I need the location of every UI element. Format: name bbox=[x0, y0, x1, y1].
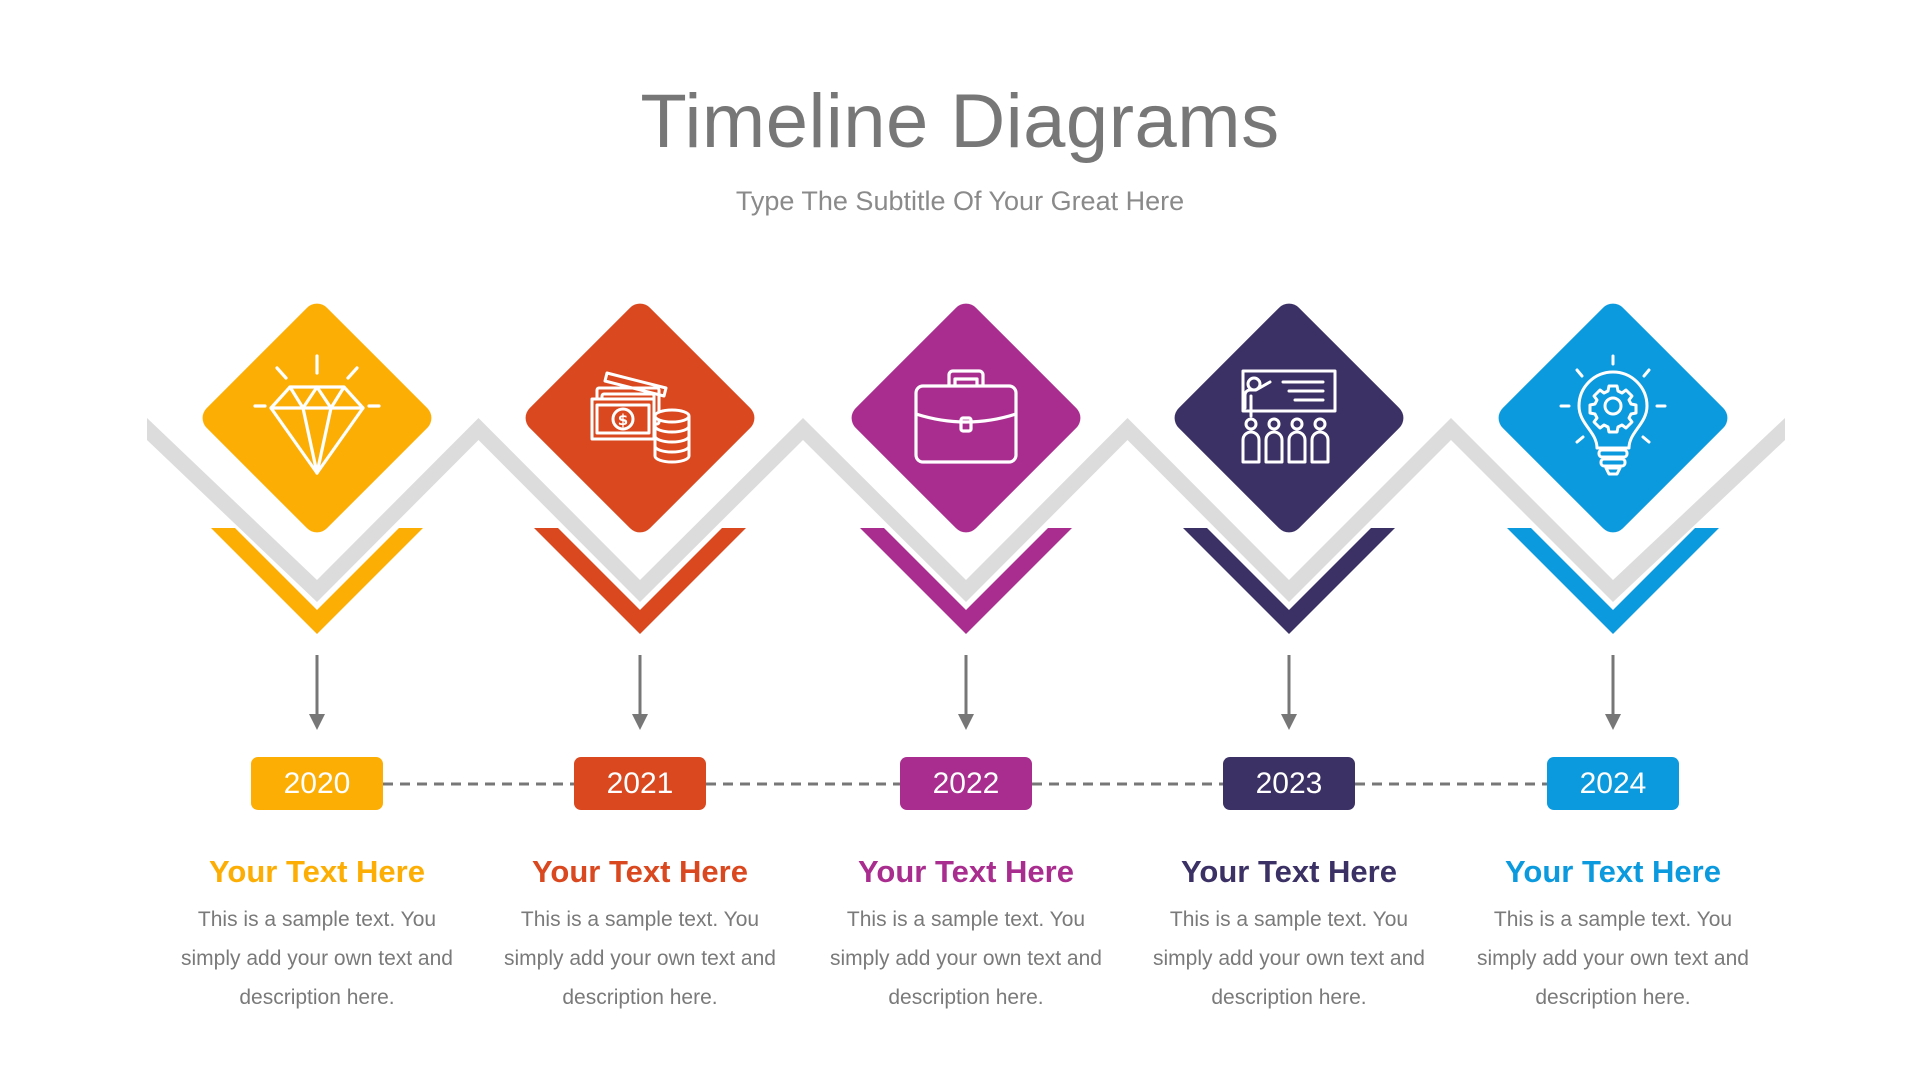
money-icon: $ bbox=[590, 371, 691, 464]
timeline-step-graphic bbox=[202, 303, 432, 730]
step-description: This is a sample text. You simply add yo… bbox=[1477, 908, 1749, 1009]
step-description: This is a sample text. You simply add yo… bbox=[1153, 908, 1425, 1009]
step-diamond bbox=[202, 303, 432, 533]
gray-zigzag bbox=[147, 418, 1785, 602]
down-arrow-head-icon bbox=[1281, 714, 1297, 730]
timeline-step-graphic: $ bbox=[525, 303, 755, 730]
step-title: Your Text Here bbox=[1181, 854, 1397, 889]
step-description: This is a sample text. You simply add yo… bbox=[830, 908, 1102, 1009]
year-badge: 2021 bbox=[574, 757, 706, 810]
step-title: Your Text Here bbox=[532, 854, 748, 889]
timeline-step-graphic bbox=[851, 303, 1081, 730]
down-arrow-head-icon bbox=[958, 714, 974, 730]
step-title: Your Text Here bbox=[858, 854, 1074, 889]
step-description: This is a sample text. You simply add yo… bbox=[504, 908, 776, 1009]
colored-chevron bbox=[1183, 528, 1395, 634]
colored-chevron bbox=[1507, 528, 1719, 634]
briefcase-icon bbox=[914, 369, 1018, 464]
down-arrow-head-icon bbox=[1605, 714, 1621, 730]
year-badge: 2023 bbox=[1223, 757, 1355, 810]
year-badge: 2020 bbox=[251, 757, 383, 810]
step-title: Your Text Here bbox=[1505, 854, 1721, 889]
colored-chevron bbox=[860, 528, 1072, 634]
down-arrow-head-icon bbox=[632, 714, 648, 730]
step-description: This is a sample text. You simply add yo… bbox=[181, 908, 453, 1009]
timeline-step-graphic bbox=[1174, 303, 1404, 730]
year-badge: 2022 bbox=[900, 757, 1032, 810]
step-title: Your Text Here bbox=[209, 854, 425, 889]
gray-zigzag-band bbox=[147, 418, 1785, 602]
timeline-step-graphic bbox=[1498, 303, 1728, 730]
diamond-icon bbox=[253, 354, 381, 475]
step-diamond bbox=[1498, 303, 1728, 533]
down-arrow-head-icon bbox=[309, 714, 325, 730]
idea-gear-icon bbox=[1559, 354, 1667, 476]
svg-text:$: $ bbox=[618, 411, 628, 429]
page-subtitle: Type The Subtitle Of Your Great Here bbox=[735, 186, 1185, 216]
year-badge: 2024 bbox=[1547, 757, 1679, 810]
colored-chevron bbox=[211, 528, 423, 634]
step-diamond bbox=[1174, 303, 1404, 533]
colored-chevron bbox=[534, 528, 746, 634]
presentation-icon bbox=[1241, 369, 1337, 464]
page-title: Timeline Diagrams bbox=[640, 79, 1280, 164]
